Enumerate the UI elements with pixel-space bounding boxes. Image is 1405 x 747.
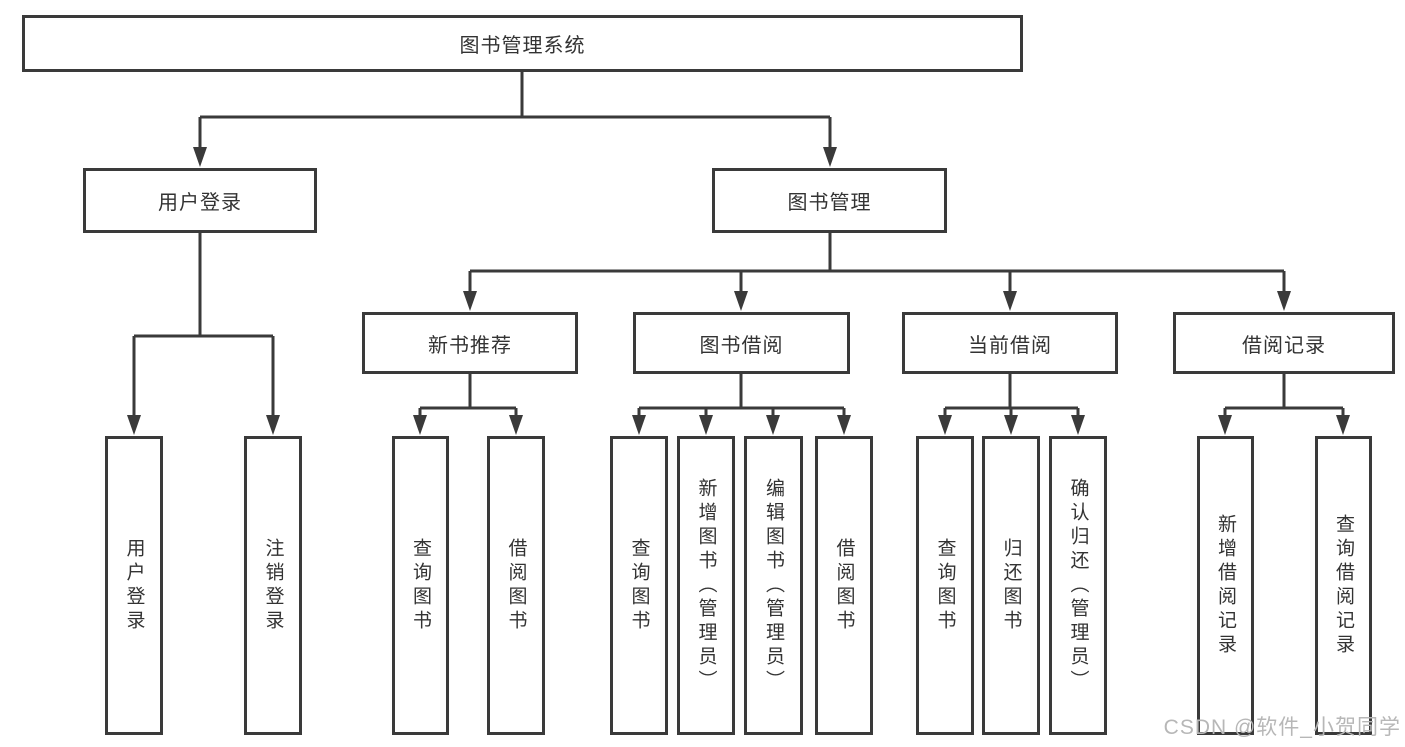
- arrow-down-icon: [1004, 415, 1018, 435]
- arrow-down-icon: [413, 415, 427, 435]
- node-logout-leaf: 注销登录: [244, 436, 302, 735]
- node-query-borrow-record: 查询借阅记录: [1315, 436, 1372, 735]
- node-query-books-current: 查询图书: [916, 436, 974, 735]
- arrow-down-icon: [1218, 415, 1232, 435]
- node-new-book-recommend: 新书推荐: [362, 312, 578, 374]
- node-borrow-books-recommend: 借阅图书: [487, 436, 545, 735]
- node-query-books-borrowing: 查询图书: [610, 436, 668, 735]
- node-add-borrow-record: 新增借阅记录: [1197, 436, 1254, 735]
- node-current-borrowing: 当前借阅: [902, 312, 1118, 374]
- arrow-down-icon: [266, 415, 280, 435]
- node-user-login: 用户登录: [83, 168, 317, 233]
- csdn-watermark: CSDN @软件_小贺同学: [1163, 716, 1401, 739]
- arrow-down-icon: [193, 147, 207, 167]
- node-book-borrowing: 图书借阅: [633, 312, 850, 374]
- arrow-down-icon: [938, 415, 952, 435]
- arrow-down-icon: [699, 415, 713, 435]
- arrow-down-icon: [632, 415, 646, 435]
- node-user-login-leaf: 用户登录: [105, 436, 163, 735]
- node-add-books-admin: 新增图书（管理员）: [677, 436, 735, 735]
- arrow-down-icon: [1003, 291, 1017, 311]
- arrow-down-icon: [766, 415, 780, 435]
- node-library-management-system: 图书管理系统: [22, 15, 1023, 72]
- node-borrow-books-borrowing: 借阅图书: [815, 436, 873, 735]
- node-confirm-return-admin: 确认归还（管理员）: [1049, 436, 1107, 735]
- arrow-down-icon: [1277, 291, 1291, 311]
- arrow-down-icon: [734, 291, 748, 311]
- arrow-down-icon: [823, 147, 837, 167]
- node-book-management: 图书管理: [712, 168, 947, 233]
- node-edit-books-admin: 编辑图书（管理员）: [744, 436, 803, 735]
- arrow-down-icon: [1071, 415, 1085, 435]
- arrow-down-icon: [509, 415, 523, 435]
- arrow-down-icon: [837, 415, 851, 435]
- arrow-down-icon: [1336, 415, 1350, 435]
- arrow-down-icon: [463, 291, 477, 311]
- node-return-books: 归还图书: [982, 436, 1040, 735]
- arrow-down-icon: [127, 415, 141, 435]
- node-borrowing-records: 借阅记录: [1173, 312, 1395, 374]
- node-query-books-recommend: 查询图书: [392, 436, 449, 735]
